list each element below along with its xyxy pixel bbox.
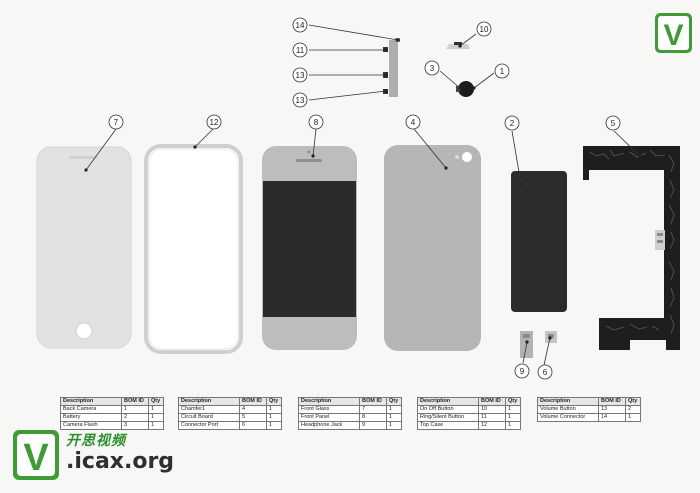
callout-9: 9 bbox=[514, 363, 530, 379]
column-header: BOM ID bbox=[121, 397, 149, 406]
callout-3: 3 bbox=[424, 60, 440, 76]
column-header: BOM ID bbox=[598, 397, 626, 406]
callout-6: 6 bbox=[537, 364, 553, 380]
column-header: Qty bbox=[386, 397, 402, 406]
part-battery bbox=[511, 171, 567, 312]
svg-text:13: 13 bbox=[296, 71, 305, 80]
column-header: Description bbox=[298, 397, 360, 406]
callout-12: 12 bbox=[206, 114, 222, 130]
svg-text:14: 14 bbox=[296, 21, 305, 30]
part-on-off-button bbox=[446, 42, 470, 49]
callout-14: 14 bbox=[292, 17, 308, 33]
callout-5: 5 bbox=[605, 115, 621, 131]
svg-text:3: 3 bbox=[430, 64, 435, 73]
watermark-domain: .icax.org bbox=[66, 449, 175, 474]
column-header: BOM ID bbox=[359, 397, 387, 406]
watermark-text: 开思视频 .icax.org bbox=[66, 430, 174, 474]
callout-10: 10 bbox=[476, 21, 492, 37]
part-front-glass bbox=[36, 146, 132, 349]
svg-text:13: 13 bbox=[296, 96, 305, 105]
part-circuit-board bbox=[583, 146, 680, 350]
column-header: Description bbox=[537, 397, 599, 406]
callout-4: 4 bbox=[405, 114, 421, 130]
leader-lines bbox=[85, 24, 641, 366]
callout-7: 7 bbox=[108, 114, 124, 130]
leader-dots bbox=[84, 38, 642, 344]
part-side-buttons bbox=[383, 47, 388, 94]
part-front-panel bbox=[262, 146, 357, 350]
logo-top-right: V bbox=[655, 13, 692, 53]
column-header: Qty bbox=[148, 397, 164, 406]
column-header: BOM ID bbox=[478, 397, 506, 406]
watermark-logo: V bbox=[13, 430, 59, 480]
watermark-logo-letter: V bbox=[23, 437, 49, 479]
svg-text:2: 2 bbox=[510, 119, 515, 128]
svg-text:7: 7 bbox=[114, 118, 119, 127]
callout-8: 8 bbox=[308, 114, 324, 130]
column-header: Description bbox=[417, 397, 479, 406]
svg-text:12: 12 bbox=[210, 118, 219, 127]
column-header: Qty bbox=[505, 397, 521, 406]
logo-letter: V bbox=[663, 19, 683, 52]
part-back-camera bbox=[456, 81, 474, 97]
callout-2: 2 bbox=[504, 115, 520, 131]
callout-13b: 13 bbox=[292, 92, 308, 108]
svg-text:8: 8 bbox=[314, 118, 319, 127]
callouts: 14 11 13 13 10 3 1 7 12 8 4 2 5 9 6 bbox=[108, 17, 621, 380]
part-volume-connector bbox=[389, 38, 400, 97]
svg-text:11: 11 bbox=[296, 46, 305, 55]
svg-text:1: 1 bbox=[500, 67, 505, 76]
watermark-chinese: 开思视频 bbox=[66, 433, 126, 449]
svg-text:9: 9 bbox=[520, 367, 525, 376]
part-top-case bbox=[384, 145, 481, 351]
callout-11: 11 bbox=[292, 42, 308, 58]
column-header: Description bbox=[178, 397, 240, 406]
column-header: BOM ID bbox=[239, 397, 267, 406]
callout-13a: 13 bbox=[292, 67, 308, 83]
svg-text:10: 10 bbox=[480, 25, 489, 34]
svg-text:4: 4 bbox=[411, 118, 416, 127]
column-header: Qty bbox=[625, 397, 641, 406]
callout-1: 1 bbox=[494, 63, 510, 79]
part-chamfer bbox=[144, 144, 243, 354]
column-header: Description bbox=[60, 397, 122, 406]
svg-text:5: 5 bbox=[611, 119, 616, 128]
column-header: Qty bbox=[266, 397, 282, 406]
svg-text:6: 6 bbox=[543, 368, 548, 377]
